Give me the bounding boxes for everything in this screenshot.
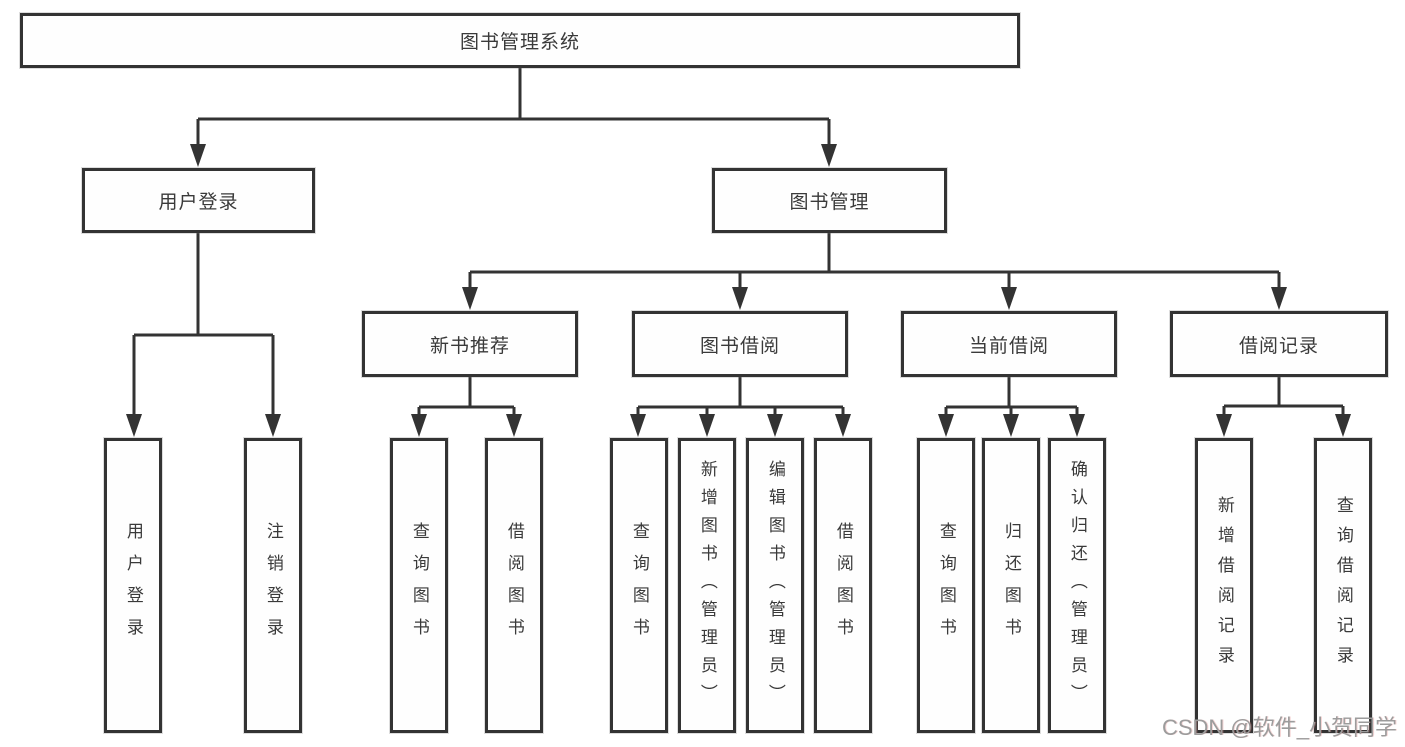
node-label: 图书管理 [789,192,870,213]
leaf-label: 归还图书 [1001,521,1021,650]
leaf-label: 注销登录 [263,521,283,650]
leaf-borrow-books-1: 借阅图书 [485,438,543,733]
node-current-borrowing: 当前借阅 [901,311,1117,377]
leaf-label: 编辑图书（管理员） [765,459,785,712]
node-book-management: 图书管理 [712,168,947,233]
leaf-label: 新增图书（管理员） [697,459,717,712]
node-book-borrowing: 图书借阅 [632,311,848,377]
node-label: 图书管理系统 [459,32,580,53]
leaf-edit-books-admin: 编辑图书（管理员） [746,438,804,733]
csdn-watermark: CSDN @软件_小贺同学 [1161,715,1397,740]
leaf-label: 确认归还（管理员） [1067,459,1087,712]
leaf-confirm-return-admin: 确认归还（管理员） [1048,438,1106,733]
leaf-user-login: 用户登录 [104,438,162,733]
node-label: 新书推荐 [429,335,510,357]
node-user-login-branch: 用户登录 [82,168,315,233]
leaf-logout: 注销登录 [244,438,302,733]
leaf-label: 查询图书 [629,521,649,650]
leaf-query-borrow-record: 查询借阅记录 [1314,438,1372,733]
node-label: 当前借阅 [968,335,1049,357]
leaf-borrow-books-2: 借阅图书 [814,438,872,733]
leaf-label: 新增借阅记录 [1214,495,1234,676]
leaf-label: 查询图书 [409,521,429,650]
leaf-label: 查询借阅记录 [1333,495,1353,676]
leaf-query-books-3: 查询图书 [917,438,975,733]
leaf-return-books: 归还图书 [982,438,1040,733]
leaf-label: 借阅图书 [504,521,524,650]
leaf-label: 查询图书 [936,521,956,650]
leaf-label: 借阅图书 [833,521,853,650]
leaf-query-books-2: 查询图书 [610,438,668,733]
leaf-add-borrow-record: 新增借阅记录 [1195,438,1253,733]
leaf-query-books-1: 查询图书 [390,438,448,733]
node-label: 图书借阅 [699,335,780,357]
node-new-book-recommend: 新书推荐 [362,311,578,377]
node-label: 用户登录 [158,192,239,213]
node-library-management-system: 图书管理系统 [20,13,1020,68]
node-borrowing-records: 借阅记录 [1170,311,1388,377]
leaf-label: 用户登录 [123,521,143,650]
leaf-add-books-admin: 新增图书（管理员） [678,438,736,733]
node-label: 借阅记录 [1238,335,1319,357]
